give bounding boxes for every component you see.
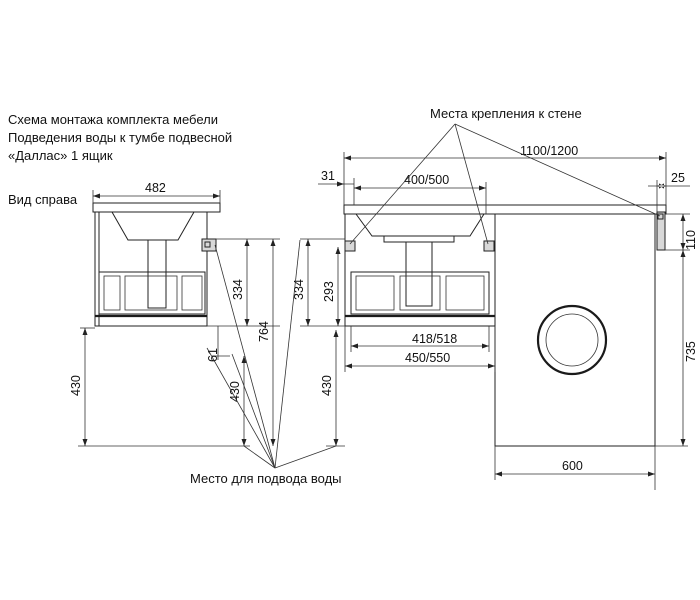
leader-lines-water-supply: [206, 239, 337, 469]
dim-110-label: 110: [684, 230, 698, 250]
dim-25-label: 25: [671, 171, 685, 185]
dim-61-label: 61: [206, 348, 220, 362]
dim-1100-1200: 1100/1200: [343, 144, 667, 205]
dim-418-518-label: 418/518: [412, 332, 457, 346]
caption-line-1: Схема монтажа комплекта мебели: [8, 112, 218, 127]
dim-side-vertical: 334 764 61 430: [206, 238, 280, 446]
dim-600: 600: [494, 446, 656, 490]
side-view-label: Вид справа: [8, 192, 78, 207]
dim-25: 25: [648, 171, 690, 212]
leader-lines-wall-mounts: [349, 123, 661, 245]
dim-430a-label: 430: [69, 375, 83, 396]
dim-430c-label: 430: [320, 375, 334, 396]
dim-1100-1200-label: 1100/1200: [520, 144, 578, 158]
dim-430b-label: 430: [228, 381, 242, 402]
water-supply-label: Место для подвода воды: [190, 471, 342, 486]
dim-418-518: 418/518: [350, 326, 490, 352]
dim-400-500: 400/500: [354, 173, 487, 214]
wall-mounts-label: Места крепления к стене: [430, 106, 582, 121]
dim-31-label: 31: [321, 169, 335, 183]
dim-334a-label: 334: [231, 279, 245, 300]
dim-450-550-label: 450/550: [405, 351, 450, 365]
dim-front-vertical: 334 293 430: [292, 238, 345, 447]
dim-482: 482: [92, 181, 221, 203]
dim-735-label: 735: [684, 341, 698, 362]
caption-line-3: «Даллас» 1 ящик: [8, 148, 113, 163]
dim-482-label: 482: [145, 181, 166, 195]
dim-450-550: 450/550: [344, 326, 496, 372]
dim-430-left: 430: [69, 327, 250, 447]
dim-293-label: 293: [322, 281, 336, 302]
caption-line-2: Подведения воды к тумбе подвесной: [8, 130, 232, 145]
washing-machine: [494, 211, 666, 447]
dim-400-500-label: 400/500: [404, 173, 449, 187]
side-view-cabinet: [92, 202, 221, 327]
dim-735: 735: [655, 250, 698, 447]
dim-764-label: 764: [257, 321, 271, 342]
dim-110: 110: [665, 213, 698, 251]
dim-31: 31: [318, 169, 355, 205]
front-view-cabinet: [343, 204, 667, 327]
dim-600-label: 600: [562, 459, 583, 473]
